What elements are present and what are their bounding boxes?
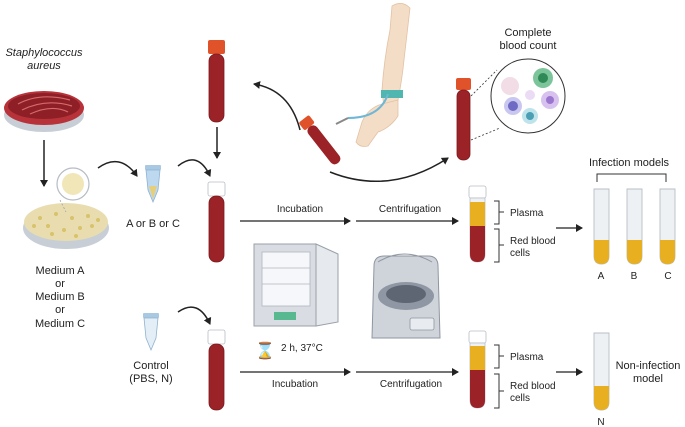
plasma-tube-icon: [626, 188, 643, 265]
tube-label-n: N: [597, 417, 604, 427]
bacterium-name-line2: aureus: [27, 60, 61, 72]
agar-plate-icon: [23, 167, 109, 249]
medium-label-line3: Medium B: [35, 291, 85, 303]
rbc-bracket-top: [494, 228, 504, 263]
blood-tube-icon: [207, 329, 226, 411]
rbc-label-top-line1: Red blood: [510, 236, 556, 247]
incubator-icon: [253, 243, 339, 327]
plasma-tube-icon: [593, 188, 610, 265]
arrow-control-to-tube: [177, 306, 212, 325]
separated-blood-tube-icon: [468, 330, 487, 409]
plasma-label-bottom: Plasma: [510, 352, 544, 363]
blood-tube-icon: [208, 40, 225, 123]
rbc-label-bottom-line1: Red blood: [510, 381, 556, 392]
hourglass-icon: ⌛: [255, 341, 275, 360]
plasma-bracket-bottom: [494, 344, 504, 369]
tube-label-b: B: [631, 271, 638, 282]
incubation-label-bottom: Incubation: [272, 379, 318, 390]
centrifugation-label-bottom: Centrifugation: [380, 379, 442, 390]
arm-blood-draw-icon: [299, 3, 411, 165]
plasma-label-top: Plasma: [510, 208, 544, 219]
rbc-label-top-line2: cells: [510, 248, 530, 259]
medium-label-line4: or: [55, 304, 65, 316]
bacterium-name-line1: Staphylococcus: [5, 47, 83, 59]
blood-tube-icon: [207, 181, 226, 263]
microtube-icon: [145, 165, 161, 204]
incubation-label-top: Incubation: [277, 204, 323, 215]
arrow-arm-to-cbc-tube: [329, 157, 449, 182]
blood-tube-icon: [456, 78, 471, 161]
separated-blood-tube-icon: [468, 185, 487, 263]
medium-label-line2: or: [55, 278, 65, 290]
centrifugation-label-top: Centrifugation: [379, 204, 441, 215]
arrow-microtube-to-tube: [177, 159, 212, 177]
medium-label-line1: Medium A: [36, 265, 86, 277]
rbc-bracket-bottom: [494, 373, 504, 409]
plasma-tube-icon: [593, 332, 610, 411]
centrifuge-icon: [371, 253, 441, 339]
noninfection-label-line2: model: [633, 373, 663, 385]
plasma-bracket-top: [494, 200, 504, 225]
tube-label-a: A: [598, 271, 605, 282]
infection-models-bracket: [596, 173, 667, 182]
petri-dish-icon: [4, 91, 84, 132]
control-label-line2: (PBS, N): [129, 373, 172, 385]
noninfection-label-line1: Non-infection: [616, 360, 681, 372]
tube-label-c: C: [664, 271, 671, 282]
plasma-tube-icon: [659, 188, 676, 265]
arrow-colony-to-microtube: [97, 160, 138, 177]
blood-cells-icon: [470, 58, 566, 141]
cbc-label-line2: blood count: [500, 40, 557, 52]
arrow-arm-to-top-tube: [253, 81, 301, 131]
infection-models-title: Infection models: [589, 157, 670, 169]
medium-label-line5: Medium C: [35, 318, 85, 330]
cbc-label-line1: Complete: [504, 27, 551, 39]
incubation-time-label: 2 h, 37°C: [281, 343, 323, 354]
microtube-label: A or B or C: [126, 218, 180, 230]
control-microtube-icon: [143, 313, 159, 352]
control-label-line1: Control: [133, 360, 168, 372]
rbc-label-bottom-line2: cells: [510, 393, 530, 404]
